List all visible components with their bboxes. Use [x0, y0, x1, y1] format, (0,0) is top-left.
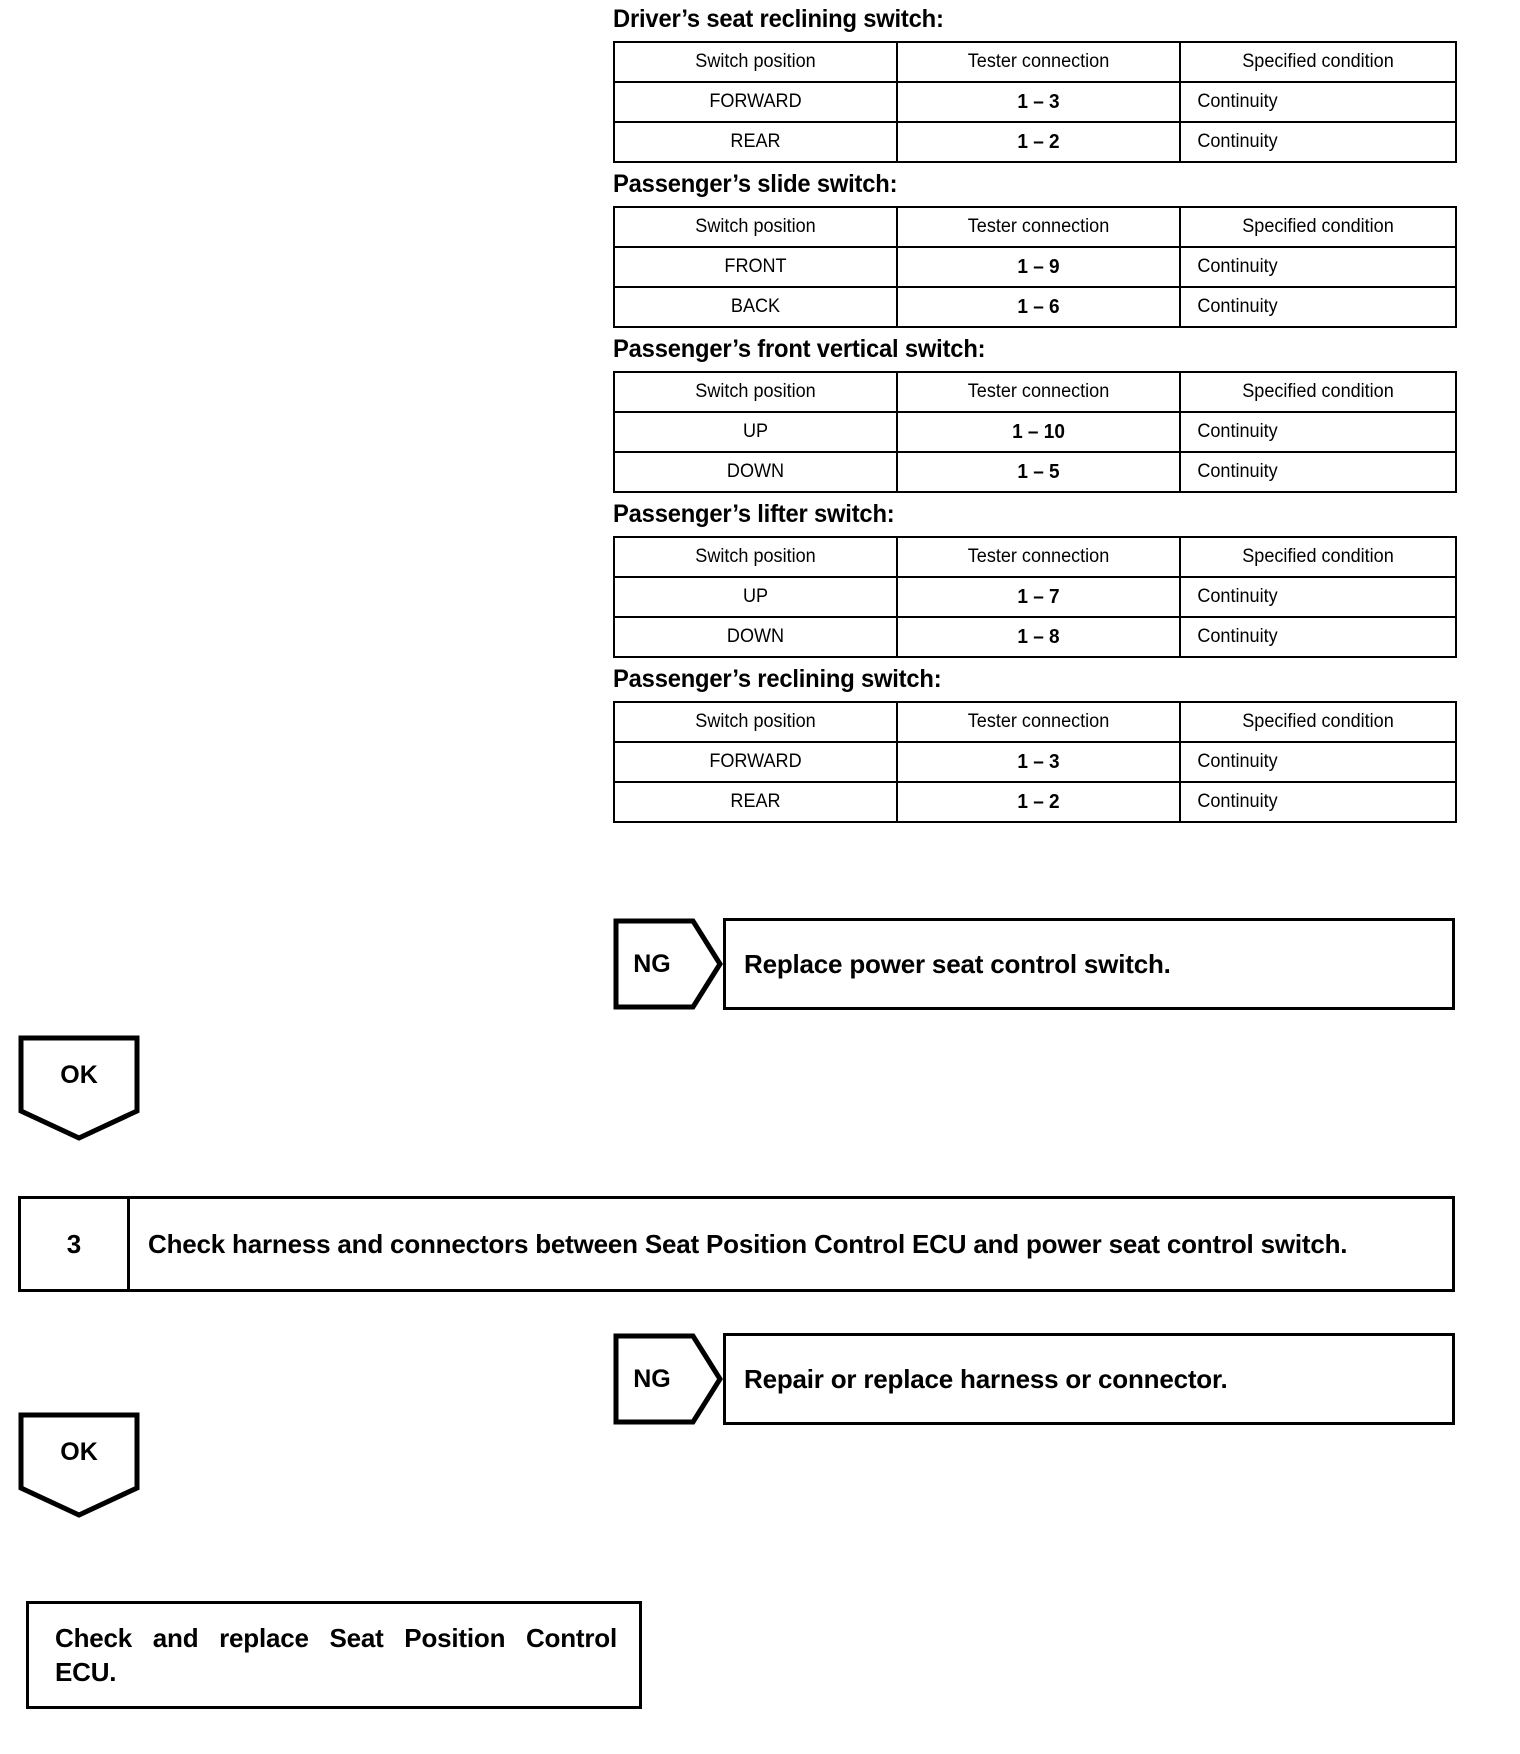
spec-table: Switch position Tester connection Specif…: [613, 701, 1457, 823]
col-header-specified-condition: Specified condition: [1185, 206, 1451, 248]
cell-switch-position: FORWARD: [620, 741, 891, 783]
spec-table: Switch position Tester connection Specif…: [613, 41, 1457, 163]
spec-table: Switch position Tester connection Specif…: [613, 371, 1457, 493]
table-row: DOWN 1 – 8 Continuity: [614, 616, 1456, 658]
cell-switch-position: REAR: [620, 781, 891, 823]
switch-test-tables: Driver’s seat reclining switch: Switch p…: [613, 0, 1455, 825]
ng-label: NG: [633, 1364, 671, 1393]
col-header-switch-position: Switch position: [620, 41, 891, 83]
test-heading: Passenger’s lifter switch:: [613, 500, 895, 528]
conclusion-box: Check and replace Seat Position Control …: [26, 1601, 642, 1709]
cell-switch-position: BACK: [620, 286, 891, 328]
cell-specified-condition: Continuity: [1185, 781, 1451, 823]
col-header-switch-position: Switch position: [620, 536, 891, 578]
cell-specified-condition: Continuity: [1185, 576, 1451, 618]
ok-arrow-icon-2: OK: [18, 1412, 140, 1518]
col-header-tester-connection: Tester connection: [903, 41, 1174, 83]
cell-tester-connection: 1 – 7: [903, 576, 1174, 618]
spec-table: Switch position Tester connection Specif…: [613, 206, 1457, 328]
cell-switch-position: REAR: [620, 121, 891, 163]
col-header-switch-position: Switch position: [620, 206, 891, 248]
test-heading: Passenger’s slide switch:: [613, 170, 898, 198]
test-block-driver-seat-reclining-switch: Driver’s seat reclining switch: Switch p…: [613, 0, 1455, 163]
step-description: Check harness and connectors between Sea…: [148, 1229, 1348, 1259]
cell-switch-position: UP: [620, 576, 891, 618]
table-row: UP 1 – 7 Continuity: [614, 576, 1456, 618]
test-block-passenger-front-vertical-switch: Passenger’s front vertical switch: Switc…: [613, 330, 1455, 493]
test-block-passenger-lifter-switch: Passenger’s lifter switch: Switch positi…: [613, 495, 1455, 658]
cell-tester-connection: 1 – 3: [903, 81, 1174, 123]
step-box-3: 3 Check harness and connectors between S…: [18, 1196, 1455, 1292]
ng-arrow-icon: NG: [613, 918, 723, 1010]
test-heading: Passenger’s reclining switch:: [613, 665, 942, 693]
col-header-switch-position: Switch position: [620, 371, 891, 413]
test-block-passenger-slide-switch: Passenger’s slide switch: Switch positio…: [613, 165, 1455, 328]
cell-tester-connection: 1 – 6: [903, 286, 1174, 328]
cell-specified-condition: Continuity: [1185, 286, 1451, 328]
cell-tester-connection: 1 – 10: [903, 411, 1174, 453]
cell-specified-condition: Continuity: [1185, 81, 1451, 123]
table-header-row: Switch position Tester connection Specif…: [614, 536, 1456, 578]
table-row: REAR 1 – 2 Continuity: [614, 781, 1456, 823]
cell-tester-connection: 1 – 8: [903, 616, 1174, 658]
cell-switch-position: DOWN: [620, 451, 891, 493]
table-header-row: Switch position Tester connection Specif…: [614, 206, 1456, 248]
table-header-row: Switch position Tester connection Specif…: [614, 701, 1456, 743]
cell-switch-position: DOWN: [620, 616, 891, 658]
col-header-specified-condition: Specified condition: [1185, 701, 1451, 743]
col-header-tester-connection: Tester connection: [903, 206, 1174, 248]
cell-specified-condition: Continuity: [1185, 616, 1451, 658]
cell-specified-condition: Continuity: [1185, 741, 1451, 783]
table-row: BACK 1 – 6 Continuity: [614, 286, 1456, 328]
ok-label: OK: [60, 1437, 98, 1466]
cell-specified-condition: Continuity: [1185, 411, 1451, 453]
cell-specified-condition: Continuity: [1185, 121, 1451, 163]
cell-tester-connection: 1 – 5: [903, 451, 1174, 493]
cell-specified-condition: Continuity: [1185, 451, 1451, 493]
col-header-tester-connection: Tester connection: [903, 701, 1174, 743]
table-row: FORWARD 1 – 3 Continuity: [614, 81, 1456, 123]
test-heading: Passenger’s front vertical switch:: [613, 335, 986, 363]
col-header-specified-condition: Specified condition: [1185, 536, 1451, 578]
cell-tester-connection: 1 – 3: [903, 741, 1174, 783]
spec-table: Switch position Tester connection Specif…: [613, 536, 1457, 658]
test-heading: Driver’s seat reclining switch:: [613, 5, 944, 33]
col-header-tester-connection: Tester connection: [903, 536, 1174, 578]
ok-label: OK: [60, 1060, 98, 1089]
col-header-tester-connection: Tester connection: [903, 371, 1174, 413]
ng-label: NG: [633, 949, 671, 978]
table-header-row: Switch position Tester connection Specif…: [614, 41, 1456, 83]
table-row: FORWARD 1 – 3 Continuity: [614, 741, 1456, 783]
table-row: REAR 1 – 2 Continuity: [614, 121, 1456, 163]
table-row: FRONT 1 – 9 Continuity: [614, 246, 1456, 288]
ok-arrow-icon-1: OK: [18, 1035, 140, 1141]
cell-switch-position: UP: [620, 411, 891, 453]
ng-arrow-icon: NG: [613, 1333, 723, 1425]
action-box-repair-harness: Repair or replace harness or connector.: [723, 1333, 1455, 1425]
table-header-row: Switch position Tester connection Specif…: [614, 371, 1456, 413]
cell-specified-condition: Continuity: [1185, 246, 1451, 288]
step-number: 3: [21, 1199, 130, 1289]
ng-branch-replace-switch: NG Replace power seat control switch.: [613, 918, 1455, 1010]
ng-branch-repair-harness: NG Repair or replace harness or connecto…: [613, 1333, 1455, 1425]
col-header-switch-position: Switch position: [620, 701, 891, 743]
conclusion-text: Check and replace Seat Position Control …: [55, 1623, 617, 1687]
test-block-passenger-reclining-switch: Passenger’s reclining switch: Switch pos…: [613, 660, 1455, 823]
col-header-specified-condition: Specified condition: [1185, 41, 1451, 83]
table-row: DOWN 1 – 5 Continuity: [614, 451, 1456, 493]
cell-switch-position: FORWARD: [620, 81, 891, 123]
cell-tester-connection: 1 – 2: [903, 781, 1174, 823]
cell-switch-position: FRONT: [620, 246, 891, 288]
col-header-specified-condition: Specified condition: [1185, 371, 1451, 413]
cell-tester-connection: 1 – 2: [903, 121, 1174, 163]
table-row: UP 1 – 10 Continuity: [614, 411, 1456, 453]
cell-tester-connection: 1 – 9: [903, 246, 1174, 288]
action-box-replace-switch: Replace power seat control switch.: [723, 918, 1455, 1010]
